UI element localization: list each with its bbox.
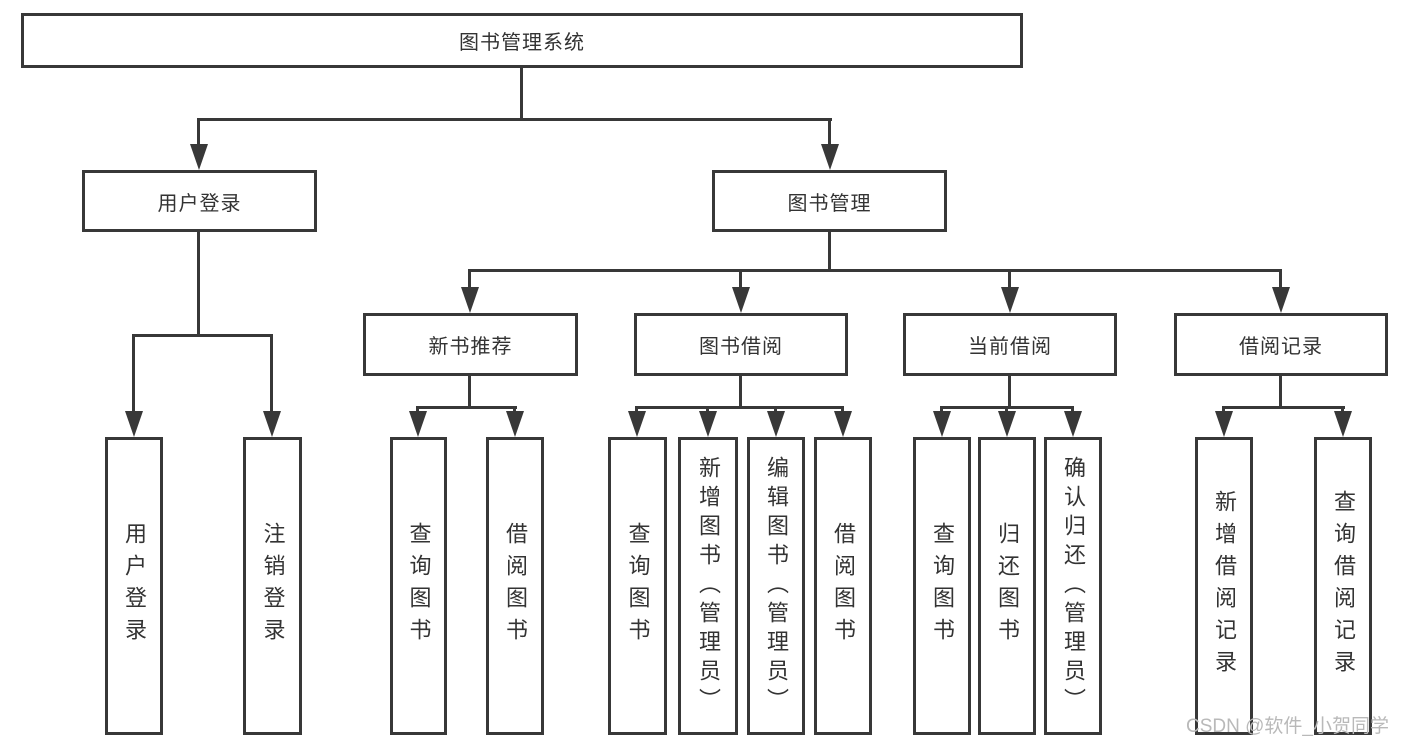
node-label: 用户登录 (122, 522, 147, 650)
node-label: 编辑图书（管理员） (764, 455, 789, 717)
connector (1008, 270, 1011, 292)
arrowhead (821, 144, 839, 170)
arrowhead (409, 411, 427, 437)
arrowhead (834, 411, 852, 437)
arrowhead (699, 411, 717, 437)
connector (520, 68, 523, 120)
node-root-library-management-system: 图书管理系统 (21, 13, 1023, 68)
node-label: 当前借阅 (968, 336, 1052, 358)
leaf-return-books: 归还图书 (978, 437, 1036, 735)
node-label: 借阅图书 (503, 522, 528, 650)
arrowhead (1272, 287, 1290, 313)
leaf-user-login: 用户登录 (105, 437, 163, 735)
arrowhead (767, 411, 785, 437)
node-label: 归还图书 (995, 522, 1020, 650)
leaf-logout: 注销登录 (243, 437, 302, 735)
node-label: 查询图书 (406, 522, 432, 650)
arrowhead (1001, 287, 1019, 313)
arrowhead (628, 411, 646, 437)
node-label: 用户登录 (157, 192, 242, 215)
node-label: 查询图书 (625, 522, 651, 650)
csdn-watermark: CSDN @软件_小贺同学 (1186, 716, 1389, 737)
node-label: 借阅图书 (831, 522, 856, 650)
leaf-confirm-return-admin: 确认归还（管理员） (1044, 437, 1102, 735)
node-book-borrowing: 图书借阅 (634, 313, 848, 376)
node-borrowing-records: 借阅记录 (1174, 313, 1388, 376)
leaf-add-borrow-record: 新增借阅记录 (1195, 437, 1253, 735)
connector (468, 376, 471, 409)
arrowhead (263, 411, 281, 437)
connector (828, 232, 831, 272)
connector (132, 334, 273, 337)
connector (197, 232, 200, 337)
leaf-query-books-borrowing: 查询图书 (608, 437, 667, 735)
connector (197, 118, 832, 121)
arrowhead (1064, 411, 1082, 437)
node-label: 新增图书（管理员） (696, 455, 721, 717)
connector (270, 335, 273, 415)
connector (1222, 406, 1345, 409)
connector (197, 119, 200, 149)
leaf-add-books-admin: 新增图书（管理员） (678, 437, 738, 735)
connector (416, 406, 517, 409)
connector (1279, 270, 1282, 292)
node-label: 新增借阅记录 (1212, 490, 1237, 682)
connector (739, 376, 742, 409)
node-label: 图书管理 (787, 192, 872, 215)
leaf-edit-books-admin: 编辑图书（管理员） (747, 437, 805, 735)
node-label: 图书管理系统 (459, 32, 585, 54)
node-label: 图书借阅 (699, 336, 783, 358)
arrowhead (1215, 411, 1233, 437)
arrowhead (506, 411, 524, 437)
connector (132, 335, 135, 415)
arrowhead (125, 411, 143, 437)
connector (468, 270, 471, 292)
arrowhead (732, 287, 750, 313)
connector (1008, 376, 1011, 409)
arrowhead (461, 287, 479, 313)
node-label: 查询借阅记录 (1331, 490, 1356, 682)
leaf-borrow-books: 借阅图书 (814, 437, 872, 735)
connector (828, 119, 831, 149)
arrowhead (1334, 411, 1352, 437)
node-user-login: 用户登录 (82, 170, 317, 232)
leaf-query-books-recommend: 查询图书 (390, 437, 447, 735)
leaf-query-books-current: 查询图书 (913, 437, 971, 735)
node-label: 查询图书 (930, 522, 955, 650)
node-label: 借阅记录 (1239, 336, 1323, 358)
connector (739, 270, 742, 292)
connector (468, 269, 1282, 272)
connector (635, 406, 844, 409)
arrowhead (190, 144, 208, 170)
arrowhead (933, 411, 951, 437)
node-current-borrowing: 当前借阅 (903, 313, 1117, 376)
node-label: 注销登录 (260, 522, 286, 650)
node-label: 确认归还（管理员） (1061, 455, 1086, 717)
node-new-book-recommendation: 新书推荐 (363, 313, 578, 376)
connector (1279, 376, 1282, 409)
node-label: 新书推荐 (428, 336, 513, 358)
leaf-borrow-books-recommend: 借阅图书 (486, 437, 544, 735)
arrowhead (998, 411, 1016, 437)
leaf-query-borrow-record: 查询借阅记录 (1314, 437, 1372, 735)
node-book-management: 图书管理 (712, 170, 947, 232)
